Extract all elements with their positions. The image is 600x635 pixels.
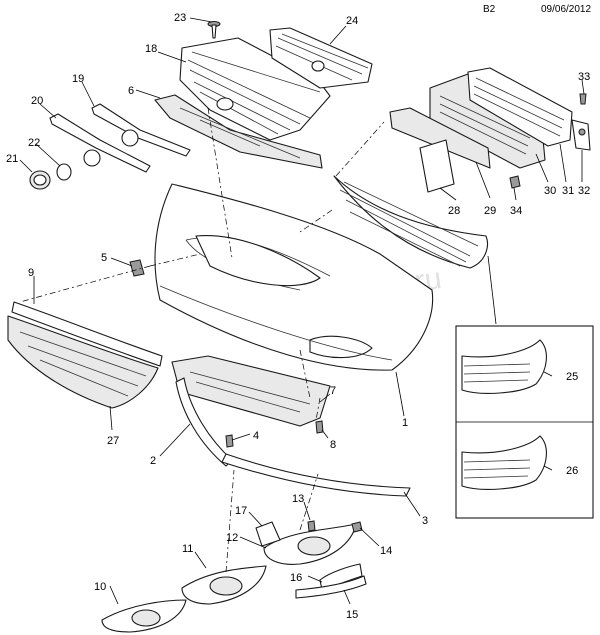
part-6-bracket xyxy=(154,94,323,169)
callout-32: 32 xyxy=(578,185,590,197)
callout-31: 31 xyxy=(562,185,574,197)
leader-lines xyxy=(19,17,585,605)
part-22-emblem xyxy=(56,163,72,181)
part-33-screw xyxy=(579,93,587,105)
callout-15: 15 xyxy=(346,609,358,621)
callout-16: 16 xyxy=(290,572,302,584)
header-date: 09/06/2012 xyxy=(541,4,591,15)
detail-box xyxy=(455,325,594,519)
part-29-bracket xyxy=(389,107,491,169)
callout-1: 1 xyxy=(402,417,408,429)
part-23-clip xyxy=(207,21,221,39)
part-14-clip xyxy=(351,521,363,533)
callout-21: 21 xyxy=(6,153,18,165)
callout-17: 17 xyxy=(235,505,247,517)
callout-19: 19 xyxy=(72,73,84,85)
part-32-actuator xyxy=(571,119,591,151)
callout-25: 25 xyxy=(566,371,578,383)
callout-10: 10 xyxy=(94,581,106,593)
part-21-emblem xyxy=(29,170,51,190)
part-18-upper-grille xyxy=(179,37,331,141)
callout-8: 8 xyxy=(330,439,336,451)
part-1-bumper-cover xyxy=(154,183,434,371)
callout-labels: 1 2 3 4 5 6 7 8 9 10 11 12 13 14 15 16 1… xyxy=(6,12,590,621)
part-9-trim-strip xyxy=(11,301,163,367)
callout-27: 27 xyxy=(107,435,119,447)
part-12-fog-bezel xyxy=(263,523,357,565)
callout-33: 33 xyxy=(578,71,590,83)
part-27-lower-grille xyxy=(7,315,159,409)
part-17-bracket xyxy=(255,521,281,547)
callout-3: 3 xyxy=(422,515,428,527)
part-28-plate xyxy=(419,139,455,193)
part-lower-grille xyxy=(333,175,488,269)
callout-13: 13 xyxy=(292,493,304,505)
part-13-clip xyxy=(307,520,316,532)
part-3-lower-lip xyxy=(221,453,411,497)
part-10-fog-bezel xyxy=(101,599,187,633)
callout-6: 6 xyxy=(128,85,134,97)
callout-12: 12 xyxy=(226,532,238,544)
part-24-grille-insert xyxy=(269,27,373,89)
part-5-clip xyxy=(129,259,145,277)
part-15-trim xyxy=(295,575,367,599)
callout-26: 26 xyxy=(566,465,578,477)
part-4-clip xyxy=(225,434,234,448)
callout-18: 18 xyxy=(145,43,157,55)
callout-23: 23 xyxy=(174,12,186,24)
callout-5: 5 xyxy=(101,252,107,264)
part-20-chrome-bar xyxy=(49,113,151,173)
callout-9: 9 xyxy=(28,267,34,279)
part-8-clip xyxy=(315,420,324,434)
callout-11: 11 xyxy=(182,543,193,555)
callout-24: 24 xyxy=(346,15,358,27)
callout-22: 22 xyxy=(28,137,40,149)
callout-34: 34 xyxy=(510,205,522,217)
part-34-clip xyxy=(509,175,521,189)
callout-30: 30 xyxy=(544,185,556,197)
part-11-fog-bezel xyxy=(181,565,267,605)
callout-20: 20 xyxy=(31,95,43,107)
callout-7: 7 xyxy=(330,385,336,397)
header-code: B2 xyxy=(483,4,496,15)
callout-4: 4 xyxy=(253,430,259,442)
assembly-lines xyxy=(19,107,385,573)
part-31-shutter-louvres xyxy=(467,67,573,147)
callout-2: 2 xyxy=(150,455,156,467)
callout-29: 29 xyxy=(484,205,496,217)
callout-28: 28 xyxy=(448,205,460,217)
part-19-chrome-bar xyxy=(91,103,191,157)
callout-14: 14 xyxy=(380,545,392,557)
